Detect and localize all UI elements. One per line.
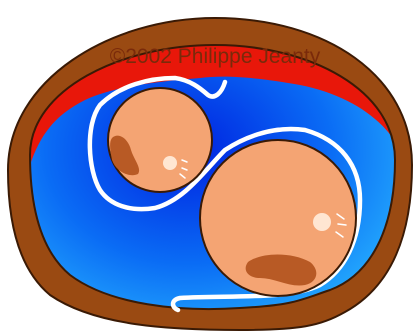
gestational-sac-right [200, 140, 356, 296]
gestational-sac-left [108, 88, 212, 192]
watermark-text: ©2002 Philippe Jeanty [110, 45, 321, 68]
